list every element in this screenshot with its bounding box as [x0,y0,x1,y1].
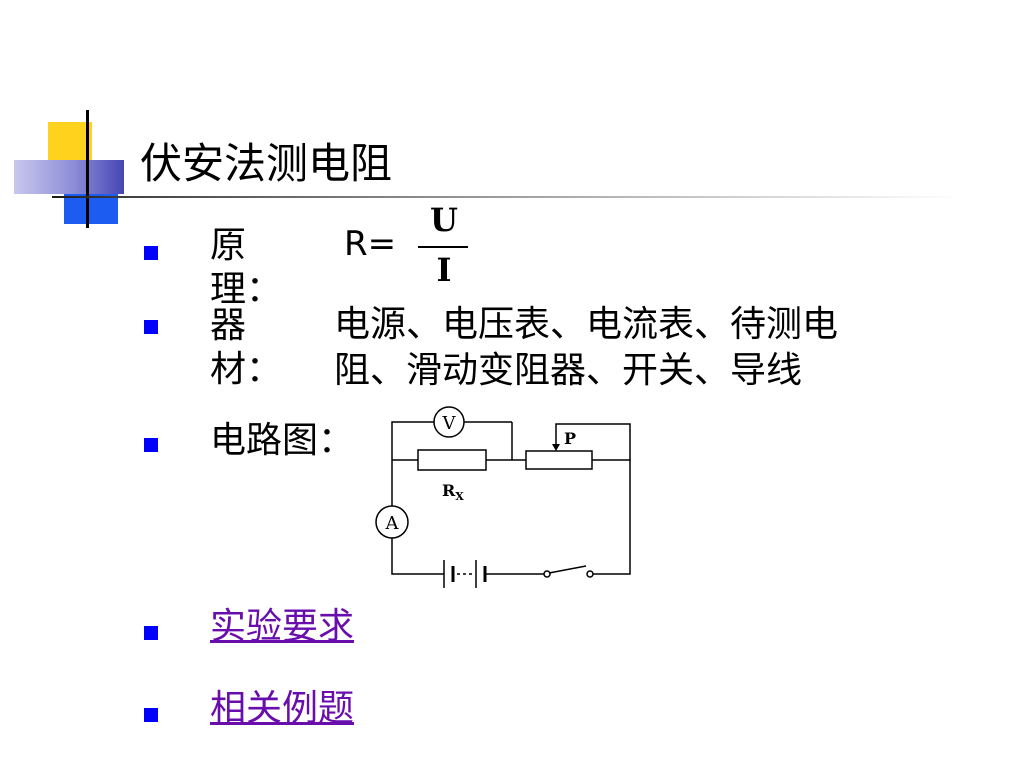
voltmeter-symbol: V [442,413,457,434]
title-decoration-vertical-line [86,110,89,228]
bullet-examples [144,708,158,722]
bullet-principle [144,246,158,260]
principle-label: 原理： [210,225,283,310]
bullet-requirements [144,626,158,640]
rheostat [525,450,593,470]
switch-contact-right [586,570,594,578]
ammeter-symbol: A [385,513,400,534]
title-decoration-gradient-bar [14,160,124,194]
formula-fraction-bar [418,246,468,248]
formula-prefix: R= [344,224,397,264]
slider-label: P [564,429,576,448]
equipment-line-2: 阻、滑动变阻器、开关、导线 [334,350,803,391]
equipment-label: 器材： [210,305,283,390]
formula-numerator: U [430,201,458,239]
resistor-rx [417,449,487,471]
circuit-diagram: V P RX A [375,406,631,588]
equipment-line-1: 电源、电压表、电流表、待测电 [334,304,839,345]
circuit-label: 电路图： [210,420,355,461]
switch-contact-left [543,570,551,578]
requirements-link[interactable]: 实验要求 [210,606,355,647]
voltmeter-icon [433,406,465,438]
examples-link[interactable]: 相关例题 [210,688,355,729]
formula-denominator: I [436,251,452,289]
bottom-wire-left [391,538,444,575]
slide-title: 伏安法测电阻 [140,139,393,188]
right-wire [555,423,631,461]
slider-arrow-icon [552,444,560,451]
bullet-equipment [144,320,158,334]
bottom-wire-right [593,460,631,575]
bullet-circuit [144,438,158,452]
resistor-label: RX [442,481,464,503]
voltmeter-branch-wire [391,421,434,460]
switch-lever [548,565,587,574]
title-underline [52,196,960,198]
